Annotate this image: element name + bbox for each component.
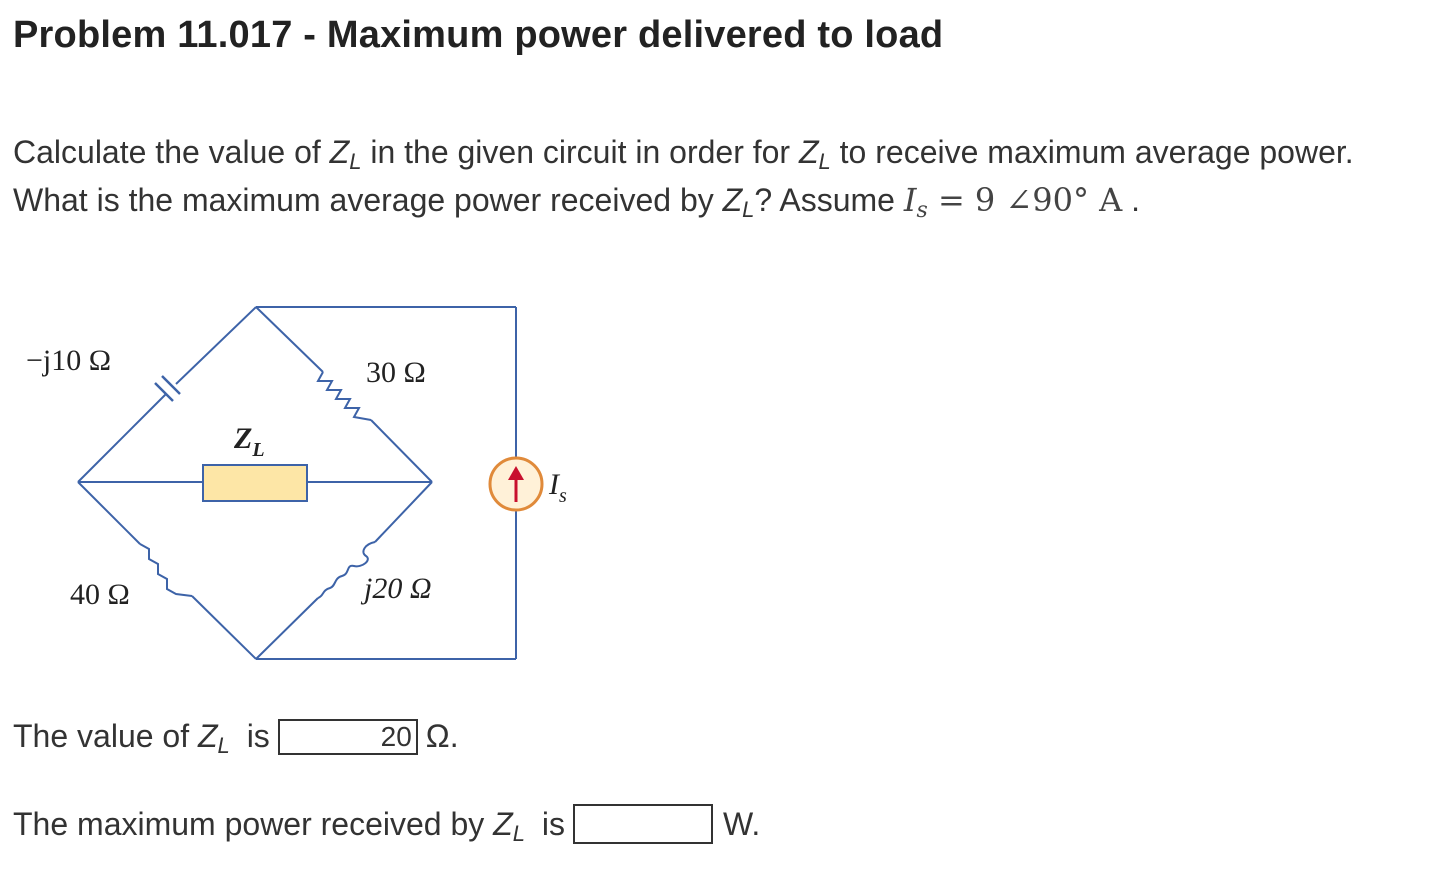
source-current-expression: Is = 9 ∠90° A — [903, 181, 1123, 223]
power-answer-input[interactable] — [572, 804, 713, 844]
circuit-diagram: −j10 Ω 30 Ω 40 Ω j20 Ω ZL Is — [26, 306, 567, 660]
zl-symbol: ZL — [329, 134, 362, 174]
resistor-40-symbol — [139, 543, 193, 597]
q2-prefix: The maximum power received by — [13, 805, 494, 842]
zl-symbol: ZL — [798, 134, 831, 174]
zl-answer-input[interactable]: 20 — [277, 718, 418, 755]
zl-diagram-label: ZL — [233, 422, 265, 461]
q2-mid: is — [532, 805, 565, 842]
q1-mid: is — [237, 718, 270, 754]
answer-row-power: The maximum power received by ZL is W. — [13, 804, 760, 844]
page-title: Problem 11.017 - Maximum power delivered… — [13, 14, 944, 56]
inductor-symbol — [317, 541, 376, 599]
zl-symbol: ZL — [198, 718, 230, 758]
source-diagram-label: Is — [548, 468, 567, 507]
resistor-30-symbol — [316, 371, 372, 421]
statement-text-4: ? Assume — [754, 182, 904, 218]
inductor-label: j20 Ω — [360, 572, 432, 605]
capacitor-symbol — [154, 375, 181, 402]
load-impedance-zl — [202, 464, 308, 502]
capacitor-label: −j10 Ω — [26, 344, 111, 377]
circuit-wires — [77, 306, 517, 660]
zl-symbol: ZL — [493, 805, 525, 846]
q1-unit: Ω. — [425, 718, 459, 754]
q1-prefix: The value of — [13, 718, 198, 754]
resistor-40-label: 40 Ω — [70, 578, 130, 611]
zl-symbol: ZL — [722, 182, 755, 222]
answer-row-zl: The value of ZL is 20 Ω. — [13, 718, 459, 758]
problem-statement: Calculate the value of ZL in the given c… — [13, 128, 1433, 224]
statement-text-2: in the given circuit in order for — [361, 134, 799, 170]
statement-text-5: . — [1122, 182, 1141, 218]
q2-unit: W. — [722, 805, 761, 842]
resistor-30-label: 30 Ω — [366, 356, 426, 389]
current-source-symbol — [488, 456, 544, 512]
statement-text-1: Calculate the value of — [13, 134, 330, 170]
statement-text-3: to receive maximum average power. What i… — [13, 134, 1354, 218]
